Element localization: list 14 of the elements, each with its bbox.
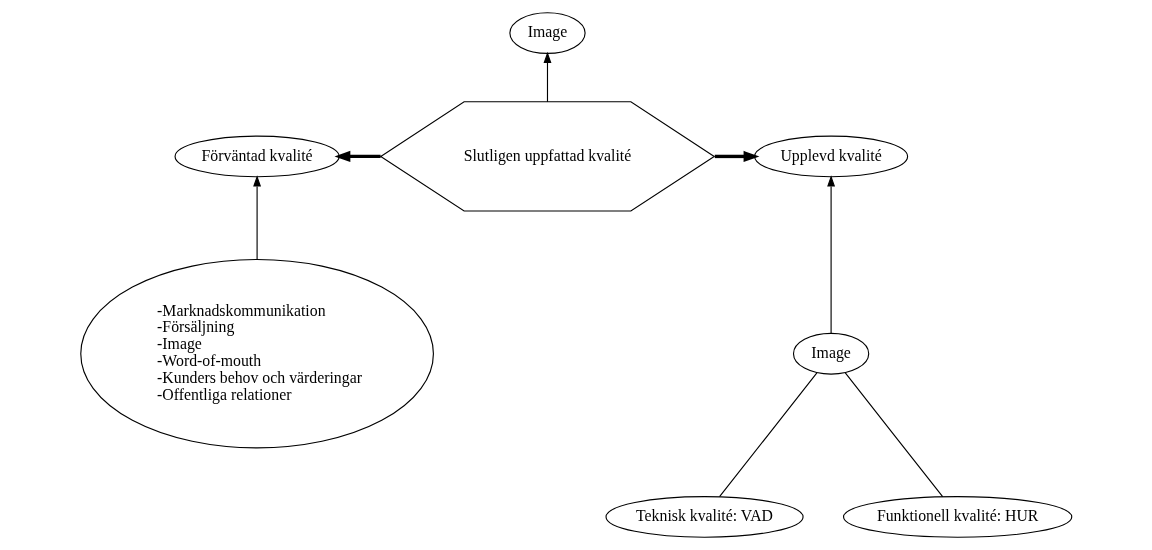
connector [844,372,944,498]
node-ellipse: Image [509,12,586,54]
connector [719,372,818,498]
arrow [714,150,760,162]
arrow [543,51,552,103]
node-ellipse: Teknisk kvalité: VAD [605,496,804,538]
arrow [253,175,262,260]
node-ellipse: -Marknadskommunikation -Försäljning -Image -Word-of-mouth -Kunders behov och värderingar -Offentliga relationer [80,258,434,449]
arrow [334,150,381,162]
node-ellipse: Förväntad kvalité [174,135,340,178]
node-ellipse: Funktionell kvalité: HUR [843,496,1073,538]
node-ellipse: Image [792,332,870,375]
node-ellipse: Upplevd kvalité [754,135,909,178]
arrow [827,175,836,334]
